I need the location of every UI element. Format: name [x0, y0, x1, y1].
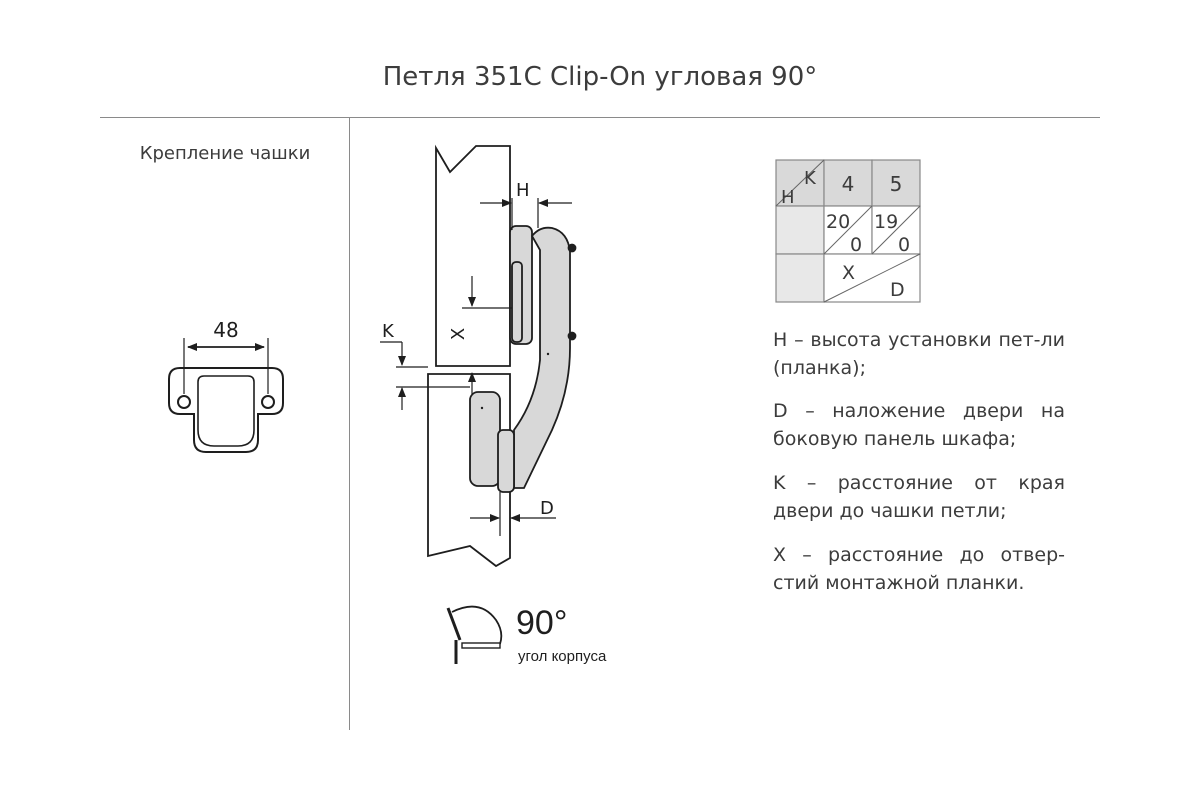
- description-x: X – расстояние до отвер-стий монтажной п…: [773, 544, 1065, 594]
- mounting-plate: [469, 391, 501, 487]
- description-h: H – высота установки пет-ли (планка);: [773, 329, 1065, 379]
- table-col-4: 4: [842, 172, 855, 196]
- angle-icon: [446, 605, 503, 664]
- dimension-x-label: X: [448, 328, 469, 340]
- description-k: K – расстояние от края двери до чашки пе…: [773, 472, 1065, 522]
- table-d-label: D: [890, 279, 905, 301]
- column-divider: [349, 117, 350, 730]
- header-divider: [100, 117, 1100, 118]
- dimension-d-label: D: [540, 498, 554, 519]
- table-cell-r1c2-top: 19: [874, 211, 898, 233]
- hinge-dimensions: [380, 198, 572, 550]
- table-col-5: 5: [890, 172, 903, 196]
- description-d: D – наложение двери на боковую панель шк…: [773, 400, 1065, 450]
- cup-mount-label: Крепление чашки: [139, 143, 311, 164]
- angle-caption: угол корпуса: [518, 648, 607, 665]
- table-cell-r1c1-bottom: 0: [850, 234, 862, 256]
- table-corner-k: K: [804, 168, 817, 189]
- page-title: Петля 351С Clip-On угловая 90°: [382, 62, 818, 92]
- angle-value: 90°: [516, 604, 568, 642]
- cup-screw-hole-right: [261, 395, 275, 409]
- cup-width-dimension: 48: [213, 318, 238, 342]
- table-cell-r1c1-top: 20: [826, 211, 850, 233]
- table-x-label: X: [842, 262, 855, 284]
- dimension-k-label: K: [382, 321, 395, 342]
- parameter-table: [775, 159, 921, 303]
- table-corner-h: H: [781, 187, 795, 208]
- cup-screw-hole-left: [177, 395, 191, 409]
- cup-mount-drawing: [168, 338, 284, 453]
- door-panel: [435, 144, 511, 367]
- table-cell-r1c2-bottom: 0: [898, 234, 910, 256]
- dimension-h-label: H: [516, 180, 530, 201]
- hinge-arm: [513, 226, 571, 489]
